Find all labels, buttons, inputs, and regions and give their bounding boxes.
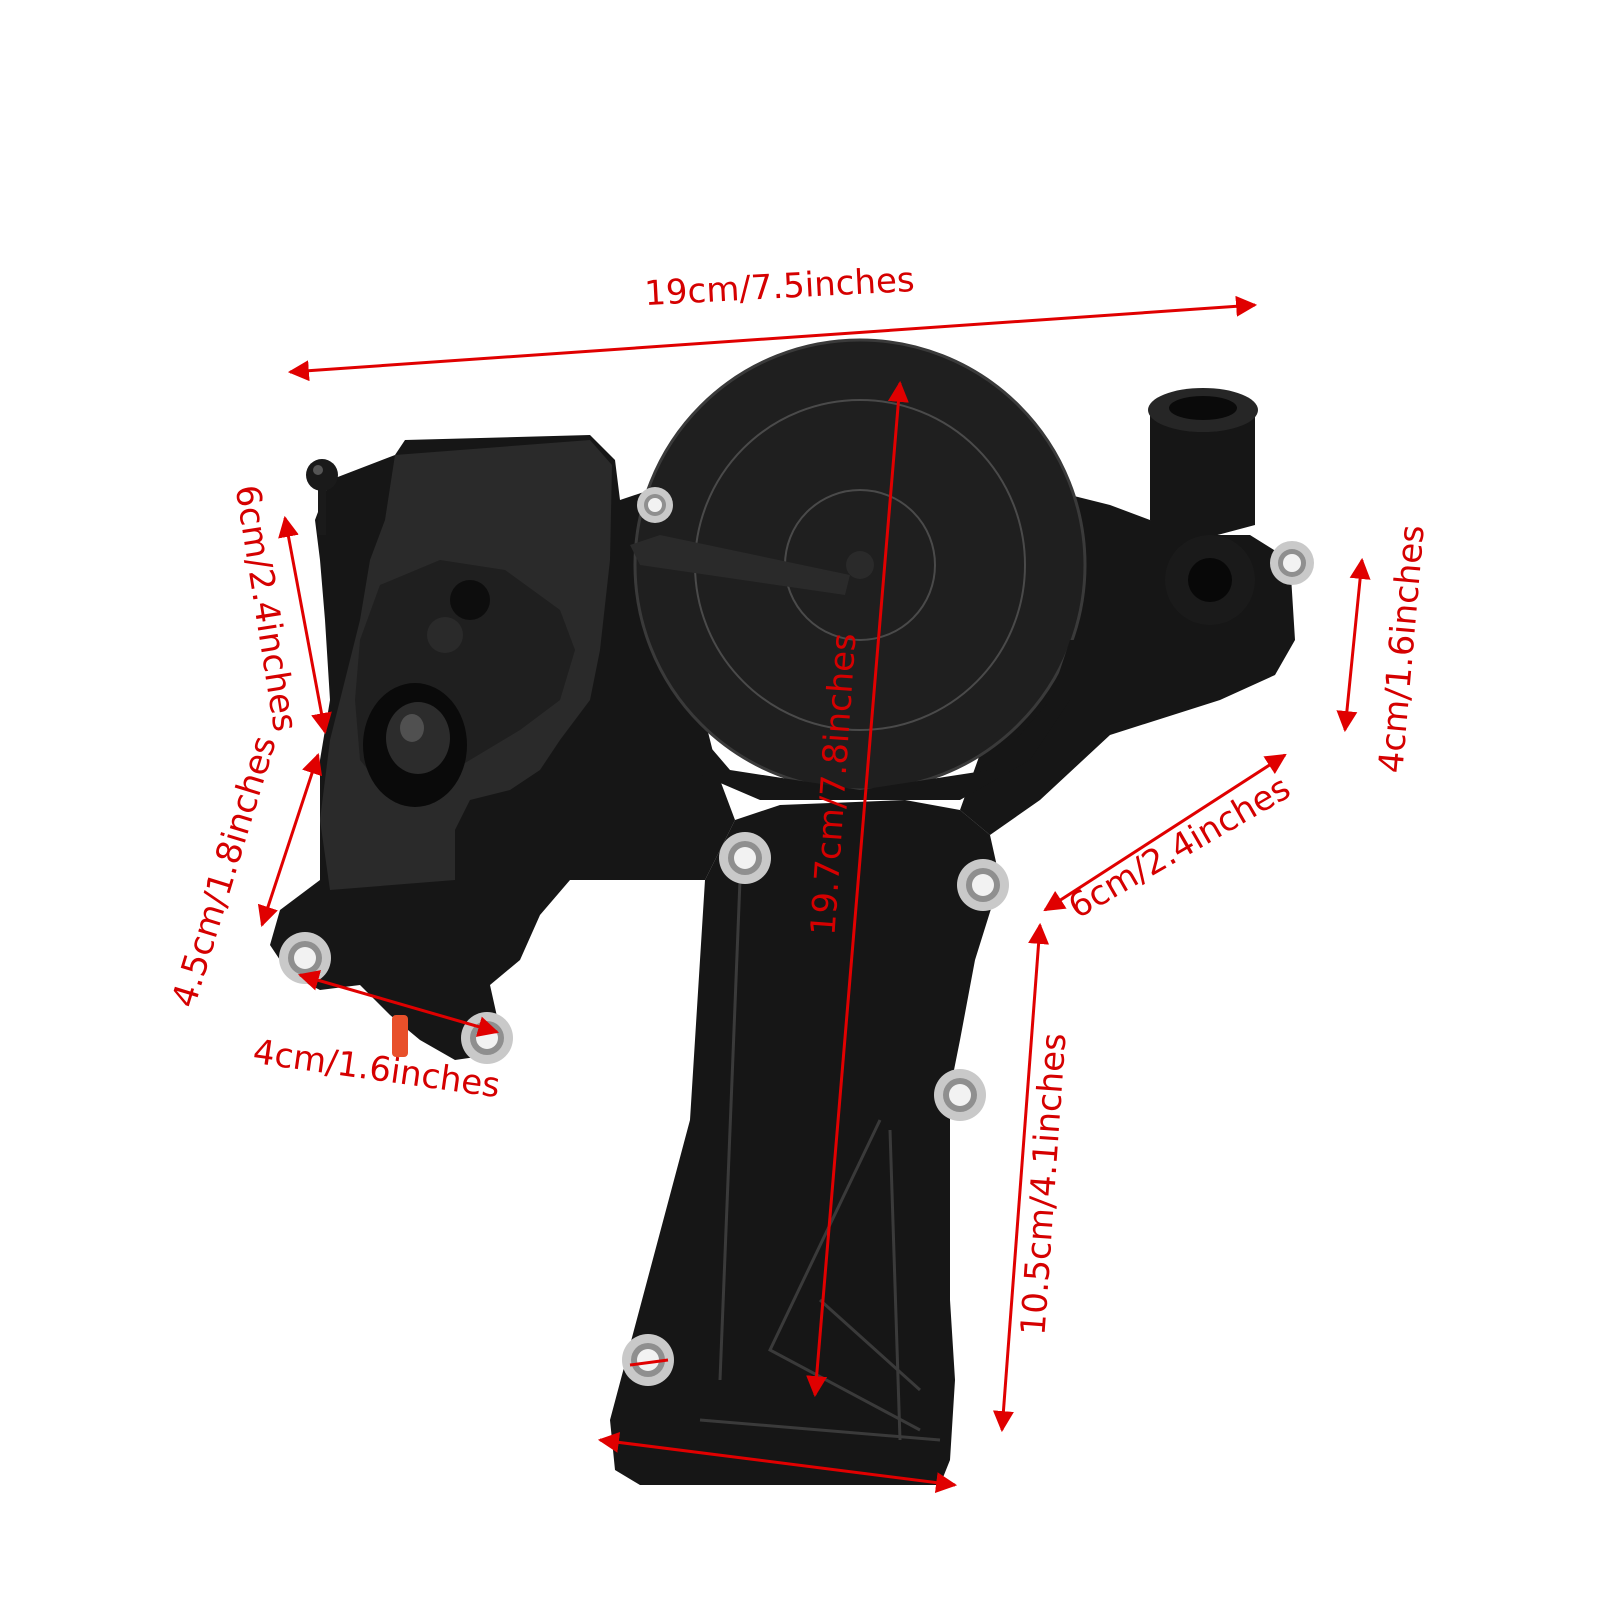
- label-overall-width: 19cm/7.5inches: [643, 260, 915, 314]
- dim-line-bottom-left: [297, 970, 500, 1037]
- dim-line-left-lower: [257, 753, 323, 927]
- dim-line-right-lower: [992, 922, 1050, 1433]
- dim-line-overall-width: [287, 295, 1258, 382]
- dim-line-overall-height: [806, 380, 909, 1398]
- part-cap-rib: [630, 535, 850, 595]
- label-right-diagonal: 6cm/2.4inches: [1062, 768, 1298, 927]
- bushing-left-bottom: [461, 1012, 513, 1064]
- dim-line-right-small: [1336, 557, 1371, 733]
- bushing-top-right: [1270, 541, 1314, 585]
- dim-line-right-diagonal: [1043, 753, 1287, 912]
- bushing-center-right: [957, 859, 1009, 911]
- dim-line-bottom-width: [597, 1431, 958, 1494]
- pcv-valve-part: [270, 338, 1314, 1485]
- bushing-center-left: [719, 832, 771, 884]
- bushing-right-arm: [934, 1069, 986, 1121]
- dim-line-bottom-bushing: [629, 1358, 669, 1367]
- bushing-bottom: [622, 1334, 674, 1386]
- dim-line-left-upper: [278, 515, 332, 735]
- label-right-lower-height: 10.5cm/4.1inches: [1014, 1032, 1075, 1337]
- part-hose-outlet: [1148, 388, 1258, 625]
- label-right-small-height: 4cm/1.6inches: [1371, 523, 1433, 774]
- bushing-top-center: [637, 487, 673, 523]
- label-left-upper-height: 6cm/2.4inches: [227, 482, 305, 734]
- part-locating-pin: [306, 459, 338, 535]
- label-left-lower-height: 4.5cm/1.8inches: [164, 731, 284, 1012]
